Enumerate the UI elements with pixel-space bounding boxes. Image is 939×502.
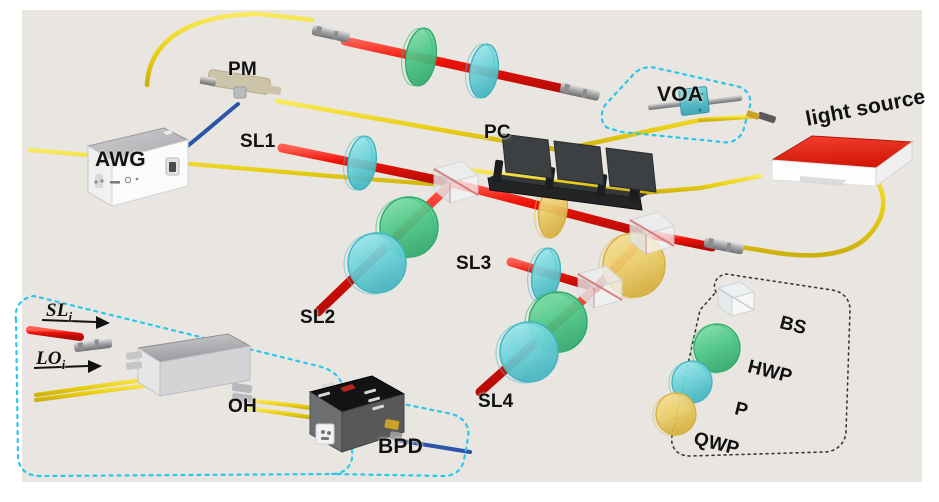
beam-splitter-1 (432, 160, 480, 205)
balanced-photodetector (308, 375, 406, 453)
legend-region-outline (670, 273, 851, 457)
collimator-top-left (311, 24, 351, 43)
label-voa: VOA (657, 83, 704, 106)
collimator-right (703, 236, 745, 255)
detection-region-outline-right (330, 390, 470, 478)
label-sl1: SL1 (240, 131, 276, 152)
beam-top (340, 36, 583, 97)
label-pc: PC (484, 122, 511, 143)
label-sl-i: SLi (46, 300, 72, 325)
sl-i-beam (26, 326, 84, 341)
label-lo-i-base: LO (36, 348, 62, 369)
quarter-wave-plate-sl2 (343, 232, 407, 295)
light-source-module (746, 110, 914, 187)
legend-bs-glyph (716, 281, 756, 317)
label-lo-i: LOi (36, 348, 65, 373)
beam-splitter-3 (576, 265, 624, 310)
half-wave-plate-top (401, 27, 438, 87)
polarization-controller (487, 133, 657, 211)
quarter-wave-plate-top (465, 43, 500, 99)
label-sl3: SL3 (456, 253, 492, 274)
detection-input-collimator (73, 338, 113, 352)
label-sl-i-base: SL (46, 300, 69, 321)
optical-hybrid (125, 333, 253, 404)
label-bpd: BPD (378, 435, 423, 458)
detection-region-outline (14, 294, 354, 478)
collimator-top-right (559, 82, 601, 101)
label-sl2: SL2 (300, 307, 336, 328)
awg-device (86, 127, 190, 207)
label-sl4: SL4 (478, 391, 514, 412)
label-pm: PM (228, 59, 257, 80)
quarter-wave-plate-sl4 (495, 321, 559, 384)
legend-hwp-glyph (690, 323, 741, 374)
voa-module (648, 86, 742, 116)
legend-p-glyph (652, 392, 697, 437)
sl-i-arrow (41, 316, 110, 329)
lo-i-arrow (33, 360, 102, 373)
quarter-wave-plate-sl1 (343, 135, 378, 191)
label-sl-i-sub: i (68, 309, 73, 324)
phase-modulator (199, 69, 282, 99)
beam-splitter-2 (628, 211, 676, 256)
label-lo-i-sub: i (61, 357, 66, 372)
label-oh: OH (228, 396, 257, 417)
label-awg: AWG (95, 148, 146, 171)
